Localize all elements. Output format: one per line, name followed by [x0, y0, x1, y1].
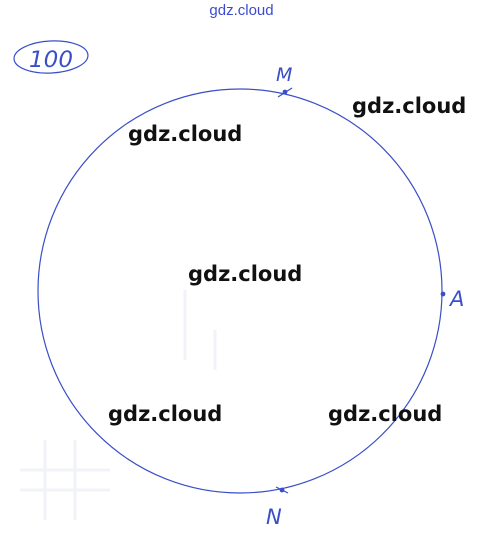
watermark-2: gdz.cloud: [128, 122, 243, 146]
scan-artifacts: [20, 290, 217, 520]
point-a: A: [440, 287, 464, 311]
label-m: M: [276, 64, 292, 86]
watermark-4: gdz.cloud: [108, 402, 223, 426]
problem-number-oval: [13, 40, 89, 74]
top-watermark: gdz.cloud: [209, 2, 274, 19]
circle: [37, 88, 443, 494]
label-a: A: [448, 287, 464, 311]
watermark-5: gdz.cloud: [328, 402, 443, 426]
watermark-3: gdz.cloud: [188, 262, 303, 286]
point-m: M: [276, 64, 292, 98]
watermark-1: gdz.cloud: [352, 94, 467, 118]
point-n: N: [266, 486, 289, 529]
label-n: N: [266, 505, 282, 529]
problem-number: 100: [29, 48, 73, 73]
